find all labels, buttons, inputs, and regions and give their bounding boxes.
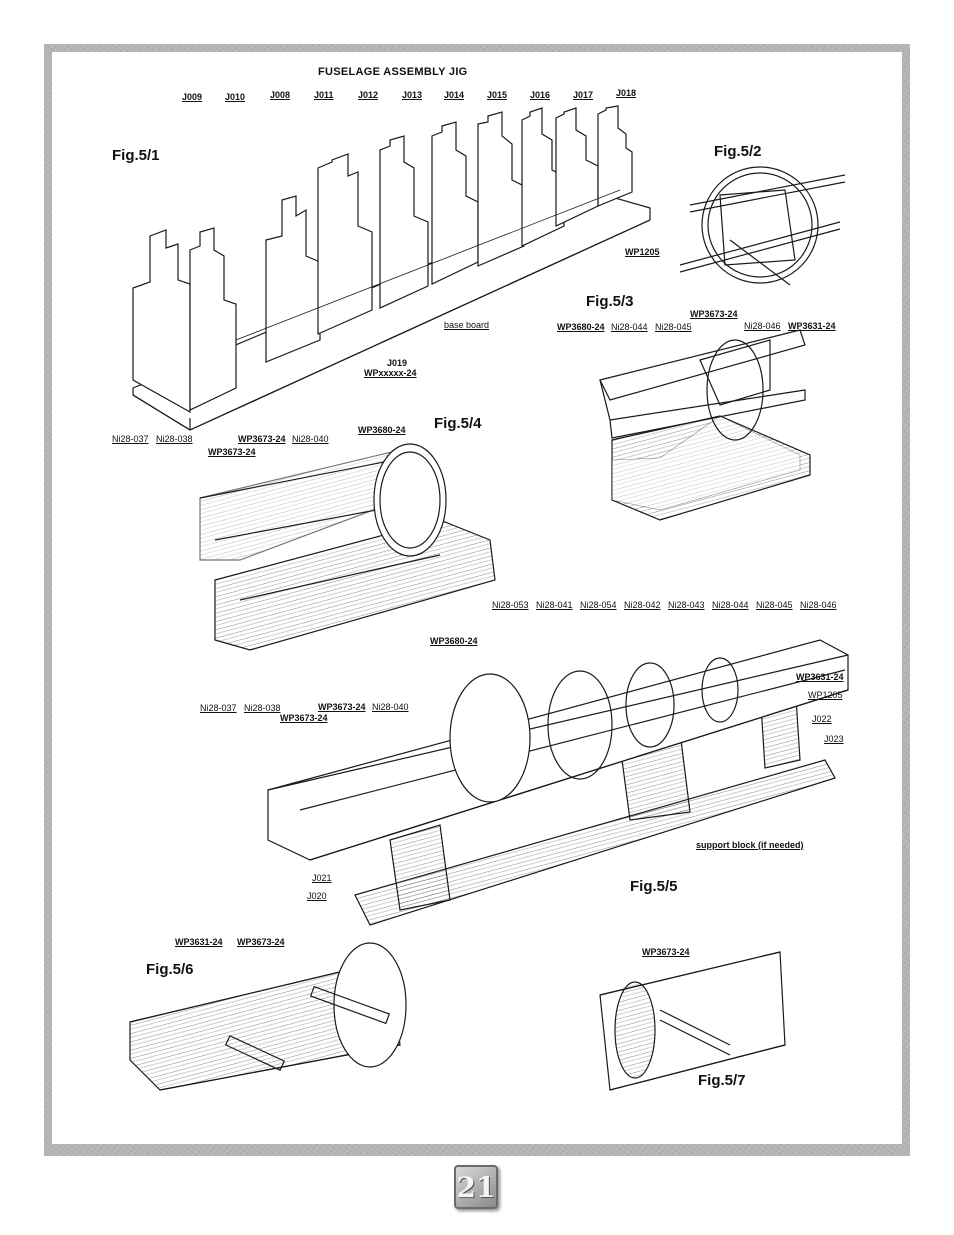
fig4-label-ni28-040: Ni28-040 <box>292 434 329 444</box>
fig4-label-wp3673-upper: WP3673-24 <box>238 434 286 444</box>
fig1-label-j009: J009 <box>182 92 203 102</box>
fig-5-1-caption: Fig.5/1 <box>112 147 160 164</box>
fig4-label-wp3680: WP3680-24 <box>358 425 406 435</box>
fig5-label-j020: J020 <box>307 891 327 901</box>
fig1-label-j015: J015 <box>487 90 508 100</box>
fig1-label-j008: J008 <box>270 90 291 100</box>
fig5-drawing <box>267 639 849 926</box>
fig4-label-wp3673-lower: WP3673-24 <box>208 447 256 457</box>
fig-5-5-caption: Fig.5/5 <box>630 878 678 895</box>
fig1-jig-drawing <box>132 105 651 431</box>
fig5-label-ni28-040: Ni28-040 <box>372 702 409 712</box>
fig4-drawing <box>199 443 496 651</box>
page-title: FUSELAGE ASSEMBLY JIG <box>318 66 468 78</box>
fig5-label-ni28-045: Ni28-045 <box>756 600 793 610</box>
fig3-label-wp3631: WP3631-24 <box>788 321 836 331</box>
fig5-label-wp3673-upper: WP3673-24 <box>318 702 366 712</box>
fig2-label-wp1205: WP1205 <box>625 247 660 257</box>
fig7-drawing <box>599 951 786 1091</box>
fig5-label-j023: J023 <box>824 734 844 744</box>
fig1-label-j019: J019 <box>387 358 408 368</box>
fig5-label-wp3673-lower: WP3673-24 <box>280 713 328 723</box>
fig5-label-wp3680: WP3680-24 <box>430 636 478 646</box>
fig6-label-wp3673: WP3673-24 <box>237 937 285 947</box>
fig6-label-wp3631: WP3631-24 <box>175 937 223 947</box>
fig1-label-base-board: base board <box>444 320 490 330</box>
fig-5-6-caption: Fig.5/6 <box>146 961 194 978</box>
page-number: 21 <box>454 1165 498 1209</box>
fig3-drawing <box>599 329 811 521</box>
fig6-drawing <box>129 942 407 1091</box>
fig1-label-j017: J017 <box>573 90 594 100</box>
fig-5-7-caption: Fig.5/7 <box>698 1072 746 1089</box>
fig3-label-wp3673: WP3673-24 <box>690 309 738 319</box>
fig5-label-ni28-053: Ni28-053 <box>492 600 529 610</box>
fig5-label-j021: J021 <box>312 873 332 883</box>
fig4-label-ni28-038: Ni28-038 <box>156 434 193 444</box>
fig1-label-j014: J014 <box>444 90 465 100</box>
fig2-bulkhead-drawing <box>679 166 846 286</box>
fig7-label-wp3673: WP3673-24 <box>642 947 690 957</box>
fig3-label-ni28-046: Ni28-046 <box>744 321 781 331</box>
fig5-label-support-block: support block (if needed) <box>696 840 804 850</box>
fig5-label-ni28-044: Ni28-044 <box>712 600 749 610</box>
fig5-label-wp3631: WP3631-24 <box>796 672 844 682</box>
fig1-label-j012: J012 <box>358 90 379 100</box>
fig3-label-ni28-044: Ni28-044 <box>611 322 648 332</box>
fig5-label-ni28-042: Ni28-042 <box>624 600 661 610</box>
fig5-label-ni28-054: Ni28-054 <box>580 600 617 610</box>
fig-5-3-caption: Fig.5/3 <box>586 293 634 310</box>
fig5-label-ni28-043: Ni28-043 <box>668 600 705 610</box>
fig3-label-wp3680: WP3680-24 <box>557 322 605 332</box>
fig5-label-j022: J022 <box>812 714 832 724</box>
fig-5-2-caption: Fig.5/2 <box>714 143 762 160</box>
fig1-label-j016: J016 <box>530 90 551 100</box>
fig1-label-j010: J010 <box>225 92 246 102</box>
fig4-label-ni28-037: Ni28-037 <box>112 434 149 444</box>
fig1-label-j018: J018 <box>616 88 637 98</box>
fig1-label-wpxxxxx: WPxxxxx-24 <box>364 368 417 378</box>
fig1-label-j013: J013 <box>402 90 423 100</box>
fig5-label-ni28-037: Ni28-037 <box>200 703 237 713</box>
fig3-label-ni28-045: Ni28-045 <box>655 322 692 332</box>
fig5-label-ni28-046: Ni28-046 <box>800 600 837 610</box>
fig5-label-ni28-041: Ni28-041 <box>536 600 573 610</box>
fig-5-4-caption: Fig.5/4 <box>434 415 482 432</box>
fig5-label-wp1205: WP1205 <box>808 690 843 700</box>
fig1-label-j011: J011 <box>314 90 334 100</box>
fig5-label-ni28-038: Ni28-038 <box>244 703 281 713</box>
